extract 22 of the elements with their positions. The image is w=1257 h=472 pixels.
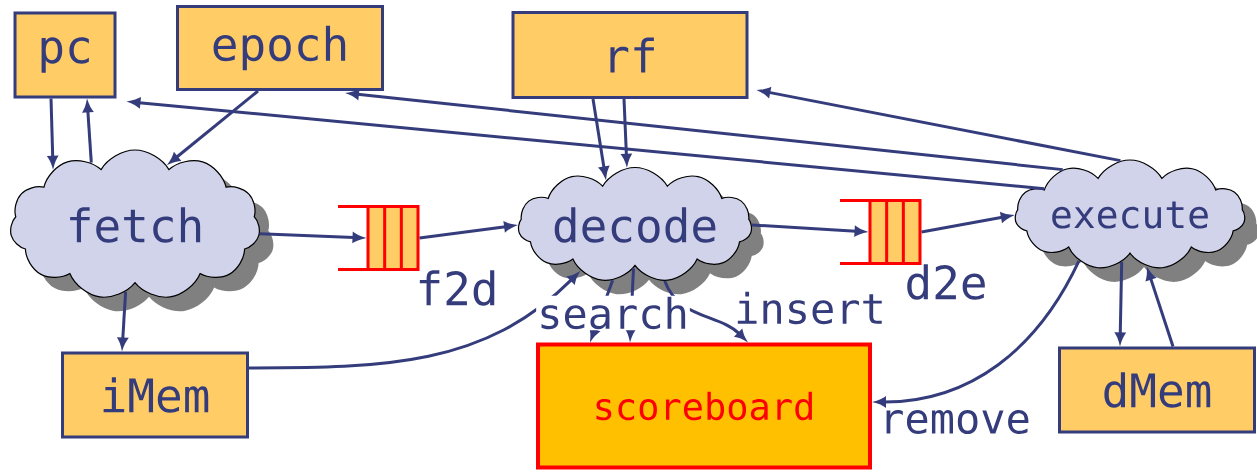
state-box: dMem	[1058, 346, 1256, 434]
queue-label: d2e	[907, 264, 985, 300]
arrow	[921, 212, 1012, 234]
arrow	[47, 98, 58, 167]
edge-label: search	[536, 295, 690, 331]
state-box: epoch	[176, 5, 384, 91]
arrow	[118, 291, 128, 348]
arrow	[1115, 262, 1126, 343]
queue-drawing	[336, 205, 420, 271]
arrow	[419, 221, 515, 240]
state-box: rf	[511, 11, 749, 99]
arrow	[1146, 269, 1175, 347]
arrow	[875, 260, 1081, 407]
table-box: scoreboard	[536, 342, 872, 470]
process-cloud: execute	[1014, 159, 1257, 282]
process-cloud: fetch	[10, 149, 274, 312]
edge-label: remove	[878, 408, 1032, 436]
state-box: iMem	[61, 351, 249, 439]
state-box: pc	[13, 11, 117, 99]
arrow	[249, 273, 579, 370]
queue-drawing	[838, 199, 922, 265]
queue-label: f2d	[419, 270, 495, 306]
